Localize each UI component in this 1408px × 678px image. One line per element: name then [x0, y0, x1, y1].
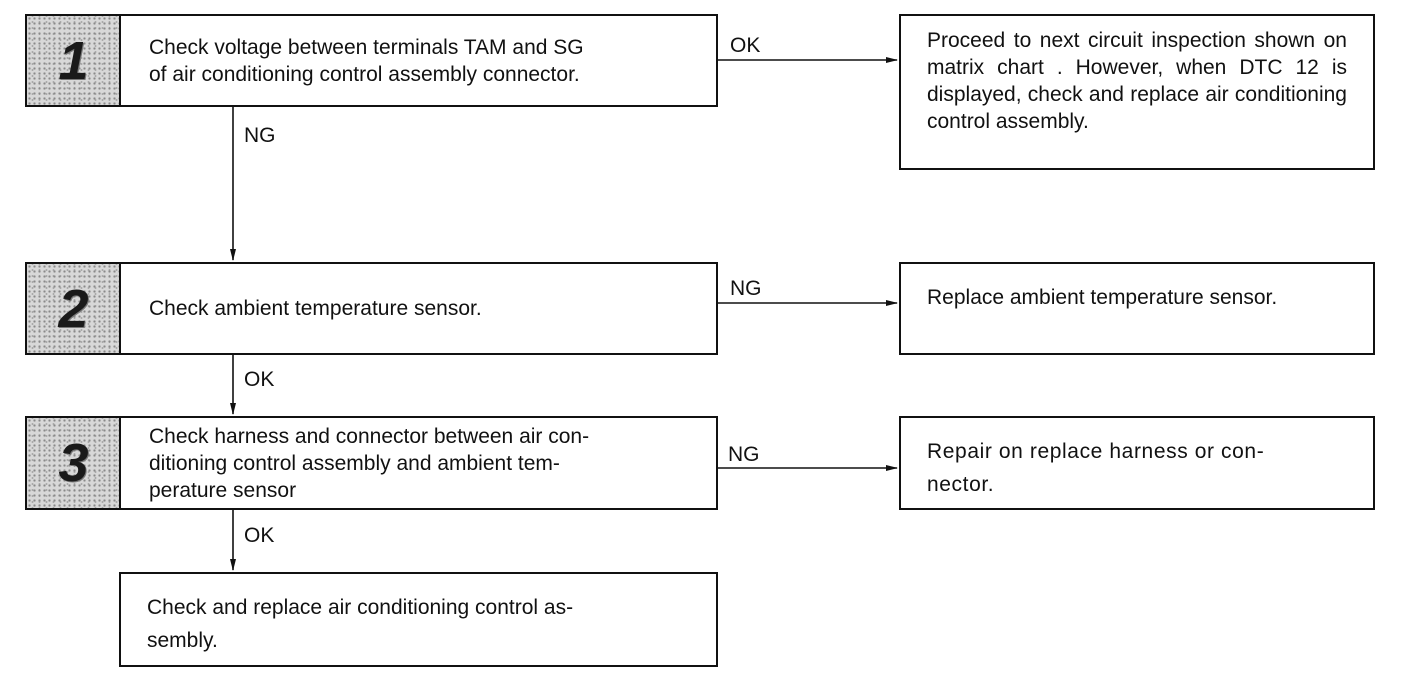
- step-3-ng-result-box: Repair on replace harness or con- nector…: [899, 416, 1375, 510]
- step-1-ok-result-text: Proceed to next circuit inspection shown…: [927, 29, 1347, 133]
- final-action-box: Check and replace air conditioning contr…: [119, 572, 718, 667]
- step-3-text-content: Check harness and connector between air …: [149, 424, 590, 502]
- step-3-ng-result-text: Repair on replace harness or con- nector…: [927, 440, 1265, 496]
- step-3-number: 3: [58, 433, 88, 493]
- step-1-number: 1: [58, 30, 88, 91]
- step-2-box: 2 Check ambient temperature sensor.: [25, 262, 718, 355]
- step-3-number-cell: 3: [27, 418, 121, 508]
- final-action-text: Check and replace air conditioning contr…: [147, 596, 574, 652]
- step-2-number-cell: 2: [27, 264, 121, 353]
- label-step-1-ok: OK: [730, 34, 761, 57]
- label-step-3-ok: OK: [244, 524, 275, 547]
- label-step-3-ng: NG: [728, 443, 760, 466]
- step-1-box: 1 Check voltage between terminals TAM an…: [25, 14, 718, 107]
- label-step-1-ng: NG: [244, 124, 276, 147]
- label-step-2-ng: NG: [730, 277, 762, 300]
- step-1-ok-result-box: Proceed to next circuit inspection shown…: [899, 14, 1375, 170]
- step-2-text: Check ambient temperature sensor.: [121, 264, 716, 353]
- step-2-number: 2: [58, 278, 88, 339]
- step-2-text-content: Check ambient temperature sensor.: [149, 297, 482, 320]
- step-3-text: Check harness and connector between air …: [121, 418, 716, 508]
- step-1-text: Check voltage between terminals TAM and …: [121, 16, 716, 105]
- step-2-ng-result-text: Replace ambient temperature sensor.: [927, 286, 1278, 309]
- step-1-text-content: Check voltage between terminals TAM and …: [149, 35, 584, 86]
- step-3-box: 3 Check harness and connector between ai…: [25, 416, 718, 510]
- label-step-2-ok: OK: [244, 368, 275, 391]
- step-1-number-cell: 1: [27, 16, 121, 105]
- step-2-ng-result-box: Replace ambient temperature sensor.: [899, 262, 1375, 355]
